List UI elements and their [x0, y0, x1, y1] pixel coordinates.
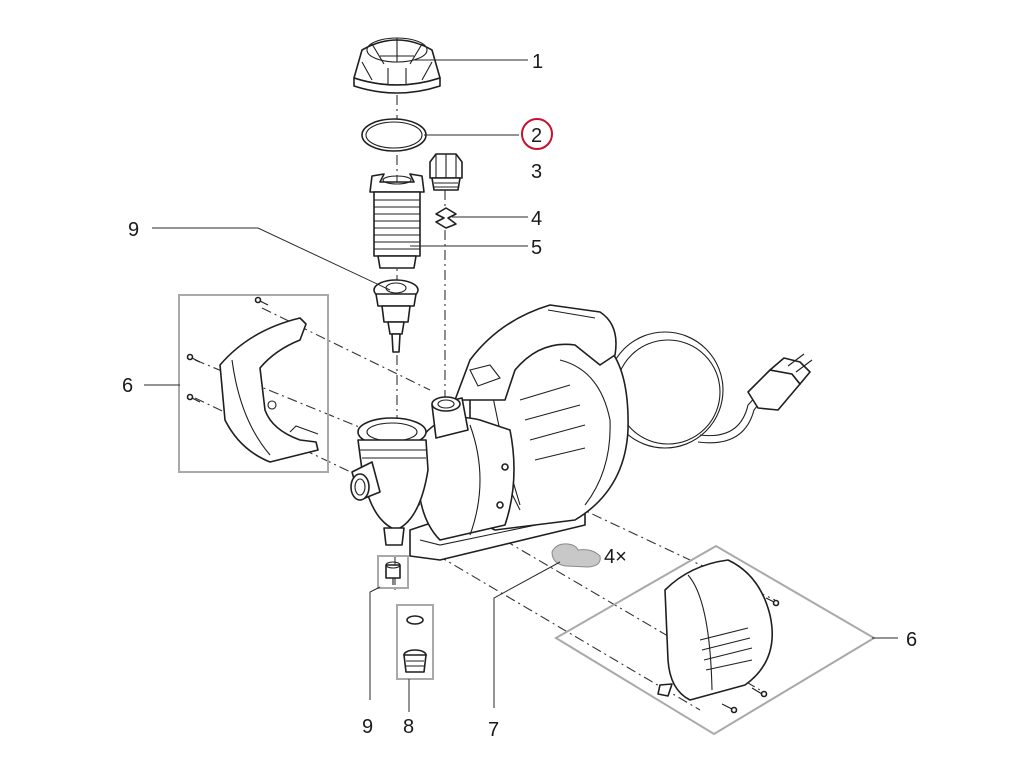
screw-icon: [765, 597, 780, 607]
valve-part: [435, 207, 457, 229]
screw-icon: [254, 296, 269, 306]
rubber-feet-part: [551, 543, 601, 568]
callout-2: 2: [531, 125, 542, 147]
connector-fitting-part: [429, 153, 463, 191]
callout-6-right: 6: [906, 629, 917, 651]
callout-6-left: 6: [122, 375, 133, 397]
screw-icon: [751, 687, 768, 698]
drain-plug-group: [396, 604, 434, 680]
right-cover-group: [554, 544, 876, 736]
callout-8: 8: [403, 716, 414, 738]
callout-7: 7: [488, 719, 499, 741]
o-ring-part: [361, 118, 427, 152]
filter-cartridge-part: [369, 173, 425, 269]
callout-1: 1: [532, 51, 543, 73]
callout-2-highlight-ring: [521, 118, 553, 150]
left-cover-group: [178, 294, 329, 473]
callout-labels: 1 2 3 4 5 9 6 6 4× 9 8 7: [122, 51, 917, 741]
callout-9-bottom: 9: [362, 716, 373, 738]
leader-lines: [144, 59, 898, 712]
callout-5: 5: [531, 237, 542, 259]
callout-3: 3: [531, 161, 542, 183]
screw-icon: [186, 393, 201, 403]
callout-9-top: 9: [128, 219, 139, 241]
callout-4: 4: [531, 208, 542, 230]
quantity-label: 4×: [604, 546, 627, 568]
screw-icon: [186, 353, 201, 363]
valve-insert-part: [373, 279, 419, 353]
filter-cap-part: [353, 37, 441, 94]
screw-icon: [721, 703, 738, 714]
pump-body: [350, 304, 813, 561]
drain-insert-group: [377, 555, 409, 589]
